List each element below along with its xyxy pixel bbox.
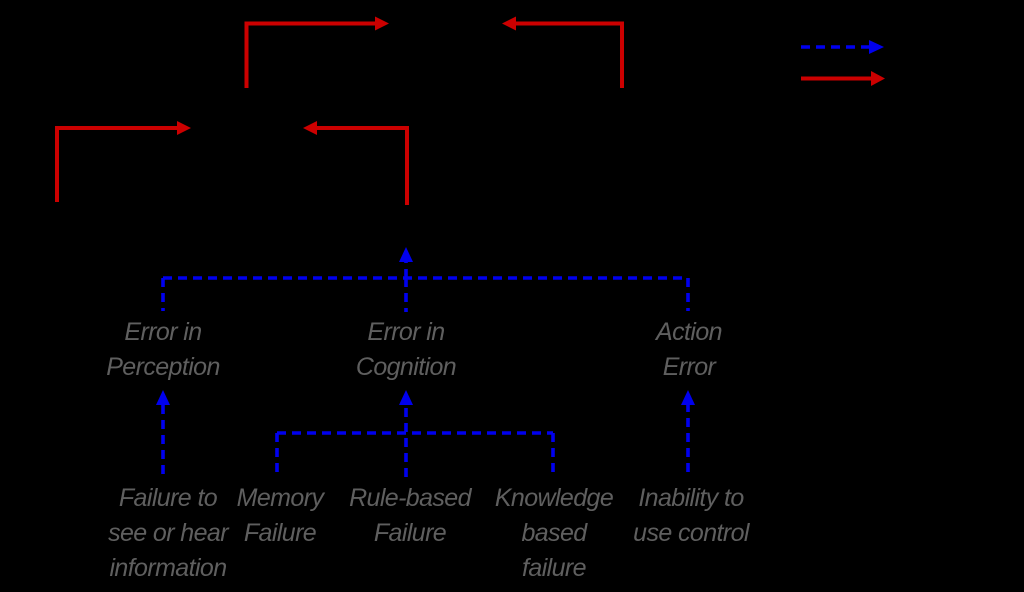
legend (801, 40, 885, 86)
blue-dashed-bracket-level1 (161, 247, 690, 312)
error-in-cognition-label: Error in Cognition (355, 318, 457, 381)
blue-dashed-arrow-icon (801, 40, 884, 54)
blue-dashed-arrow-perception (156, 390, 170, 474)
failure-see-hear-label: Failure to see or hear information (108, 484, 228, 582)
red-solid-arrow-icon (801, 71, 885, 86)
red-elbow-arrow-top-right (502, 16, 624, 88)
blue-dashed-arrow-cognition (399, 390, 413, 477)
red-elbow-arrow-mid-left (55, 121, 191, 202)
red-elbow-arrow-mid-right (303, 121, 409, 205)
action-error-label: Action Error (656, 318, 722, 381)
blue-dashed-bracket-level2 (275, 431, 555, 478)
blue-dashed-arrow-action (681, 390, 695, 472)
error-in-perception-label: Error in Perception (106, 318, 220, 381)
red-elbow-arrow-top-left (244, 16, 389, 88)
rule-based-failure-label: Rule-based Failure (349, 484, 471, 547)
memory-failure-label: Memory Failure (236, 484, 324, 547)
knowledge-based-failure-label: Knowledge based failure (494, 484, 614, 582)
inability-use-control-label: Inability to use control (633, 484, 749, 547)
